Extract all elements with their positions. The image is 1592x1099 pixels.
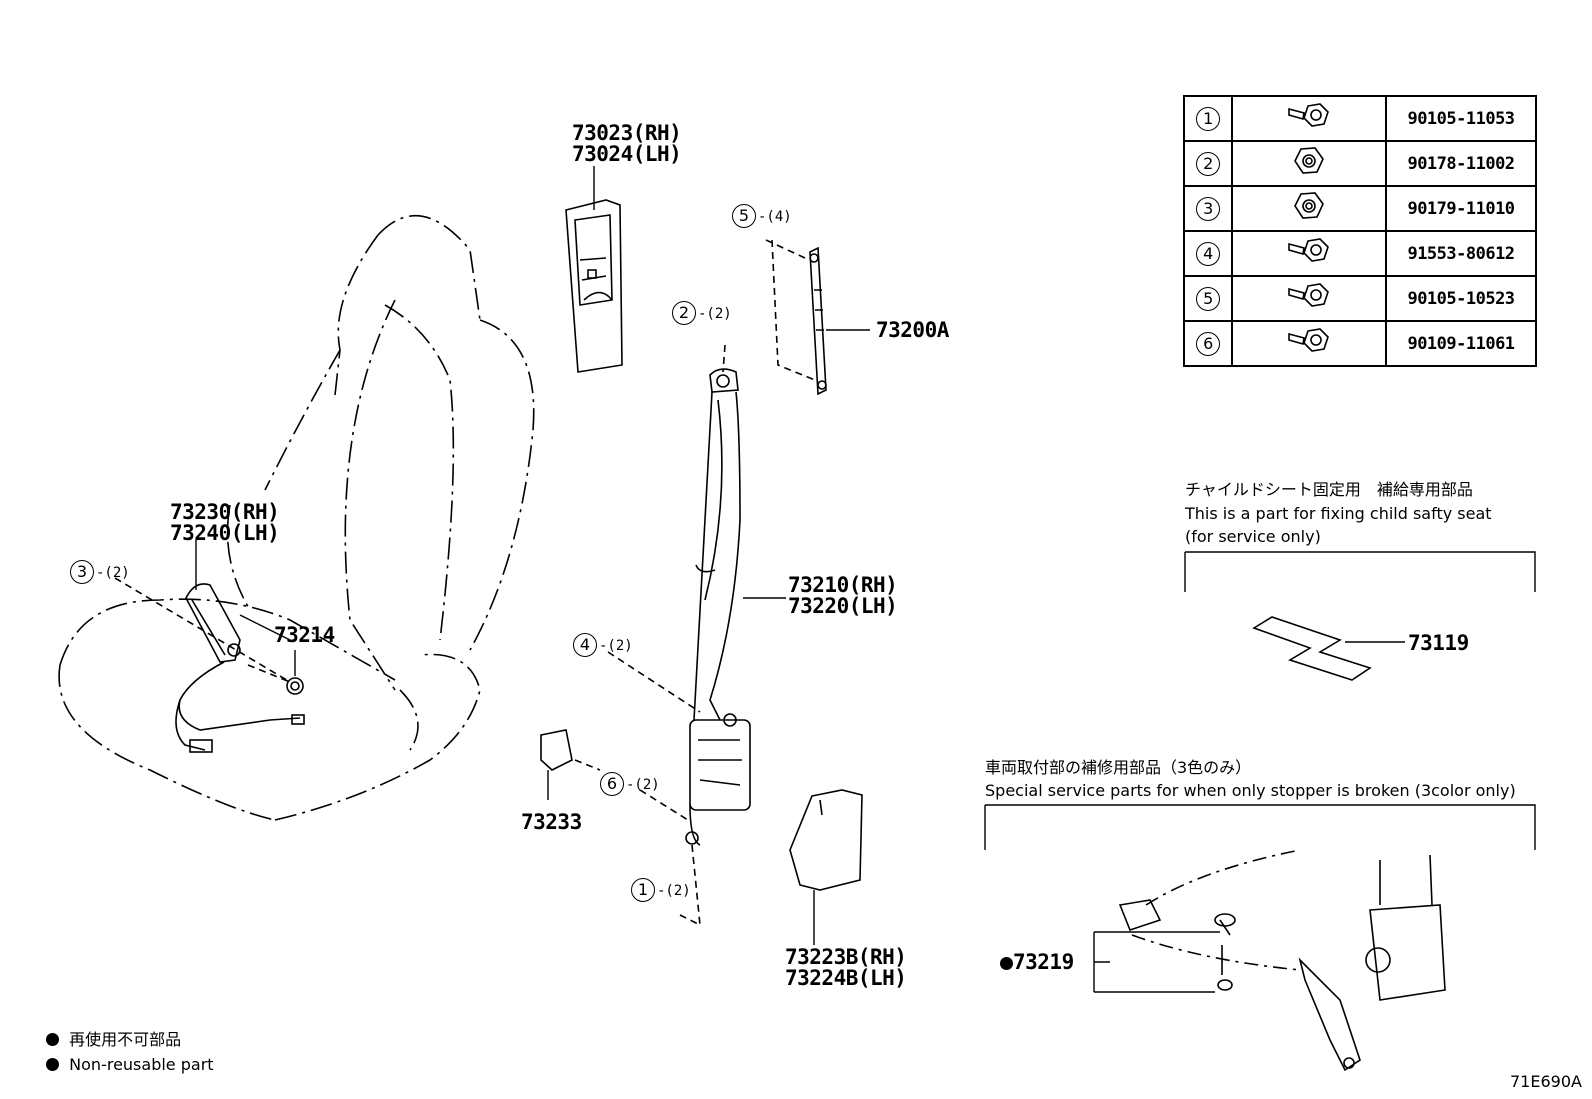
part-number: 90179-11010 xyxy=(1385,185,1537,232)
ref-qty-3: -(2) xyxy=(96,565,130,581)
legend-jp: 再使用不可部品 xyxy=(46,1032,181,1048)
nut-icon xyxy=(1294,192,1324,219)
ref-circle-2: 2 xyxy=(672,301,696,325)
leader-lines xyxy=(195,166,1536,993)
seatbelt-assembly xyxy=(685,368,751,846)
ref-circle-4: 4 xyxy=(573,633,597,657)
callout-73230: 73230(RH) xyxy=(170,500,280,524)
row-number: 6 xyxy=(1196,331,1220,356)
table-row: 2 90178-11002 xyxy=(1183,140,1537,187)
child-seat-note-en: This is a part for fixing child safty se… xyxy=(1185,504,1492,523)
callout-73223b: 73223B(RH) xyxy=(785,945,907,969)
non-reusable-dot-icon xyxy=(46,1033,59,1046)
callout-73024: 73024(LH) xyxy=(572,142,682,166)
stopper-note-en: Special service parts for when only stop… xyxy=(985,781,1516,800)
diagram-code: 71E690A xyxy=(1510,1072,1582,1091)
table-row: 1 90105-11053 xyxy=(1183,95,1537,142)
fastener-table: 1 90105-11053 2 90178-11002 3 90179-1101… xyxy=(1183,95,1537,367)
bolt-icon xyxy=(1288,283,1329,307)
callout-73023: 73023(RH) xyxy=(572,121,682,145)
stopper-detail xyxy=(1118,849,1446,1072)
row-number: 3 xyxy=(1196,196,1220,221)
ref-circle-6: 6 xyxy=(600,772,624,796)
table-row: 4 91553-80612 xyxy=(1183,230,1537,277)
part-number: 90105-11053 xyxy=(1385,95,1537,142)
ref-qty-4: -(2) xyxy=(599,638,633,654)
retractor-cover xyxy=(789,789,863,891)
callout-73200a: 73200A xyxy=(876,318,949,342)
non-reusable-dot-icon xyxy=(1000,957,1013,970)
callout-73224b: 73224B(LH) xyxy=(785,966,907,990)
part-number: 90109-11061 xyxy=(1385,320,1537,367)
table-row: 3 90179-11010 xyxy=(1183,185,1537,232)
callout-73220: 73220(LH) xyxy=(788,594,898,618)
bolt-icon xyxy=(1288,328,1329,352)
nut-icon xyxy=(1294,147,1324,174)
anchor-cover xyxy=(540,729,573,771)
row-number: 1 xyxy=(1196,106,1220,131)
ref-circle-3: 3 xyxy=(70,560,94,584)
child-seat-plate xyxy=(1252,616,1372,681)
ref-qty-2: -(2) xyxy=(698,306,732,322)
non-reusable-dot-icon xyxy=(46,1058,59,1071)
callout-73233: 73233 xyxy=(521,810,582,834)
bolt-icon xyxy=(1288,103,1329,127)
ref-circle-5: 5 xyxy=(732,204,756,228)
height-adjuster xyxy=(809,246,827,396)
ref-circle-1: 1 xyxy=(631,878,655,902)
table-row: 6 90109-11061 xyxy=(1183,320,1537,367)
callout-73210: 73210(RH) xyxy=(788,573,898,597)
buckle-assembly xyxy=(175,583,305,753)
child-seat-note-service: (for service only) xyxy=(1185,527,1321,546)
row-number: 5 xyxy=(1196,286,1220,311)
part-number: 90178-11002 xyxy=(1385,140,1537,187)
child-seat-note-jp: チャイルドシート固定用 補給専用部品 xyxy=(1185,480,1473,499)
table-row: 5 90105-10523 xyxy=(1183,275,1537,322)
seat-outline xyxy=(58,214,535,821)
bolt-icon xyxy=(1288,238,1329,262)
part-number: 91553-80612 xyxy=(1385,230,1537,277)
ref-qty-6: -(2) xyxy=(626,777,660,793)
stopper-note-jp: 車両取付部の補修用部品（3色のみ） xyxy=(985,758,1252,777)
pillar-cover xyxy=(565,199,623,373)
row-number: 2 xyxy=(1196,151,1220,176)
ref-qty-5: -(4) xyxy=(758,209,792,225)
legend-en: Non-reusable part xyxy=(46,1057,214,1073)
part-number: 90105-10523 xyxy=(1385,275,1537,322)
callout-73240: 73240(LH) xyxy=(170,521,280,545)
spacer-washer xyxy=(286,677,304,695)
callout-73119: 73119 xyxy=(1408,631,1469,655)
callout-73219: 73219 xyxy=(1000,952,1074,973)
row-number: 4 xyxy=(1196,241,1220,266)
callout-73214: 73214 xyxy=(274,623,335,647)
ref-qty-1: -(2) xyxy=(657,883,691,899)
